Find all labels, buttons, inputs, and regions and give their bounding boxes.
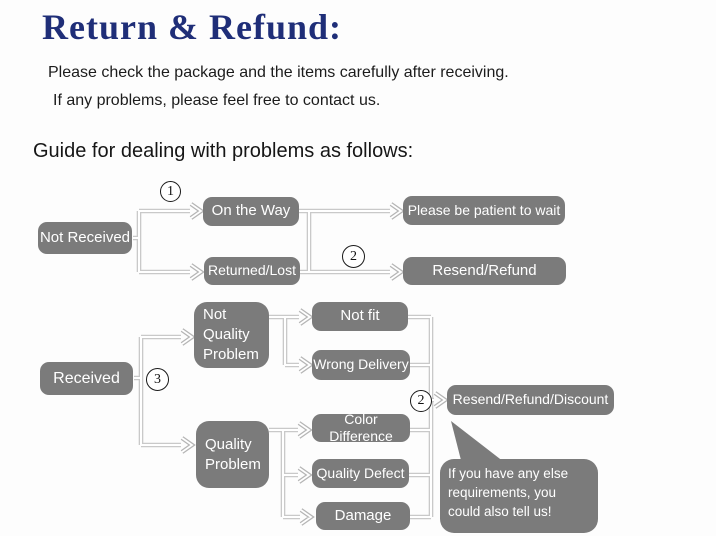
flow-node-not-received: Not Received [38,222,132,254]
flow-node-resend-refund: Resend/Refund [403,257,566,285]
step-marker-1: 1 [160,181,181,202]
step-marker-3: 3 [146,368,169,391]
flow-node-not-quality-problem: Not Quality Problem [194,302,269,368]
flow-node-returned-lost: Returned/Lost [204,257,300,285]
flow-node-not-fit: Not fit [312,302,408,331]
step-marker-2a: 2 [342,245,365,268]
flow-node-color-difference: Color Difference [312,411,410,444]
flow-node-quality-defect: Quality Defect [312,459,409,488]
flow-node-on-the-way: On the Way [203,197,299,226]
note-bubble: If you have any else requirements, you c… [440,459,598,533]
page-title: Return & Refund: [42,7,342,47]
flow-node-quality-problem: Quality Problem [196,421,269,488]
flow-node-please-be-patient: Please be patient to wait [403,196,565,225]
subtitle-line-2: If any problems, please feel free to con… [53,92,381,109]
guide-heading: Guide for dealing with problems as follo… [33,140,414,162]
step-marker-2b: 2 [410,390,432,412]
subtitle-line-1: Please check the package and the items c… [48,64,509,81]
flow-node-received: Received [40,362,133,395]
flow-node-wrong-delivery: Wrong Delivery [312,350,410,380]
flow-node-resend-refund-discount: Resend/Refund/Discount [447,385,614,415]
flow-node-damage: Damage [316,502,410,530]
